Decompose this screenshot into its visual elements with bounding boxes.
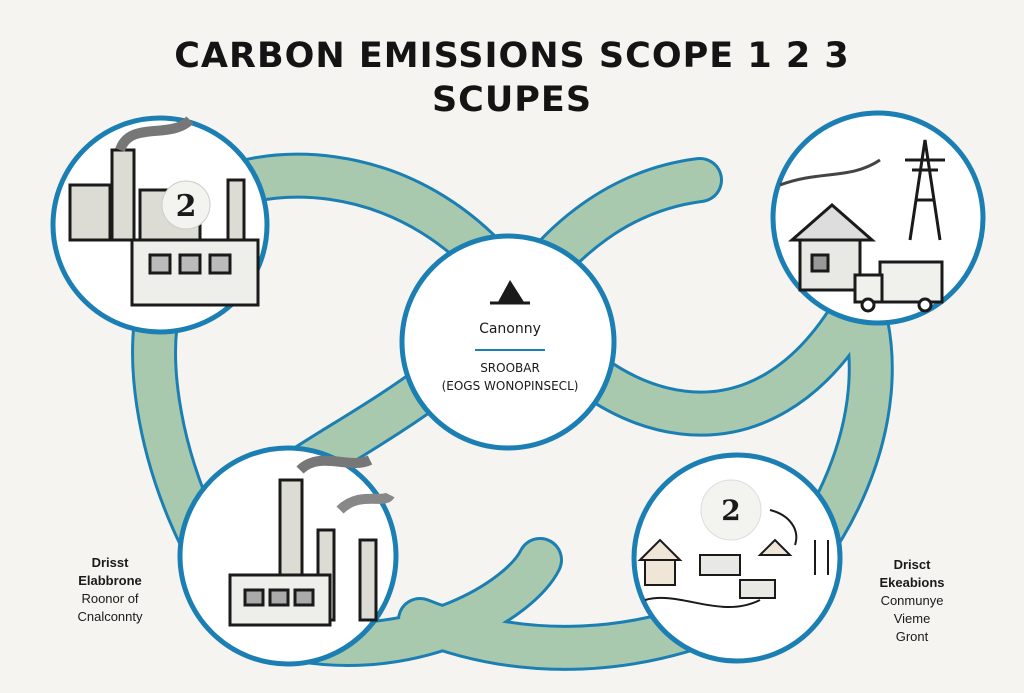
right-caption-line-1: Drisct: [893, 557, 931, 572]
title-line-2: SCUPES: [431, 80, 593, 120]
center-heading: Canonny: [479, 321, 541, 337]
right-caption: Drisct Ekeabions Conmunye Vieme Gront: [852, 556, 972, 646]
bottom-right-number: 2: [721, 494, 740, 527]
right-caption-line-3: Conmunye: [880, 593, 944, 608]
center-subtitle: SROOBAR: [480, 361, 540, 375]
right-caption-line-4: Vieme: [893, 611, 931, 626]
left-caption-line-2: Elabbrone: [78, 573, 142, 588]
power-plant-icon: [228, 455, 395, 627]
scope-circle-bottom-left: [177, 445, 399, 667]
center-detail: (EOGS WONOPINSECL): [442, 379, 579, 393]
left-caption: Drisst Elabbrone Roonor of Cnalconnty: [40, 554, 180, 626]
title-line-1: CARBON EMISSIONS SCOPE 1 2 3: [174, 36, 850, 76]
left-caption-line-1: Drisst: [91, 555, 129, 570]
left-caption-line-4: Cnalconnty: [77, 609, 143, 624]
diagram-title: CARBON EMISSIONS SCOPE 1 2 3 SCUPES: [0, 34, 1024, 122]
scope-circle-top-right: [770, 110, 986, 326]
right-caption-line-2: Ekeabions: [879, 575, 945, 590]
left-caption-line-3: Roonor of: [81, 591, 139, 606]
top-left-number: 2: [176, 189, 197, 224]
center-circle: Canonny SROOBAR (EOGS WONOPINSECL): [399, 233, 617, 451]
right-caption-line-5: Gront: [895, 629, 929, 644]
truck-icon: [853, 260, 944, 313]
scope-circle-top-left: 2: [50, 115, 270, 335]
house-icon: [788, 203, 876, 292]
sail-icon: [490, 280, 530, 305]
power-tower-icon: [779, 139, 945, 241]
supply-chain-icon: [637, 509, 829, 609]
scope-circle-bottom-right: 2: [631, 452, 843, 664]
